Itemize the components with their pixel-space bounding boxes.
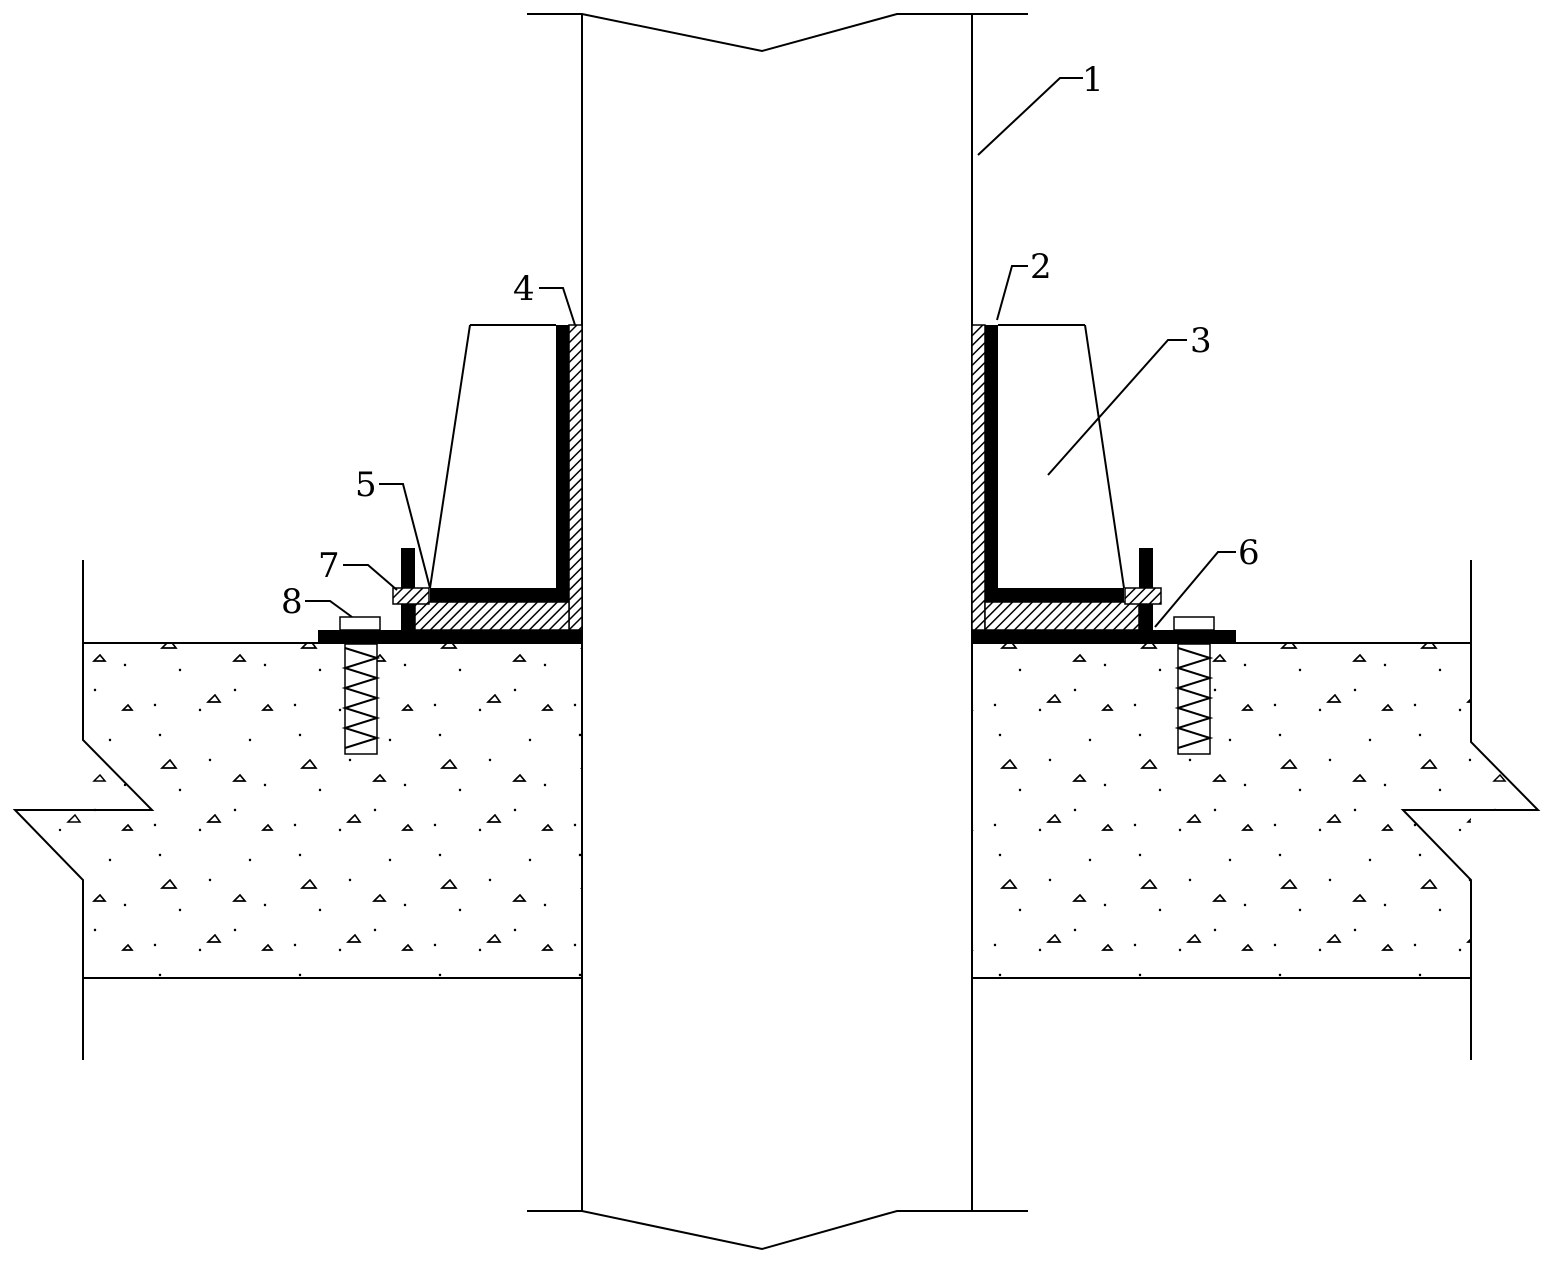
label-2: 2 bbox=[1030, 247, 1052, 287]
label-8: 8 bbox=[281, 582, 303, 622]
label-4: 4 bbox=[513, 269, 535, 309]
pipe bbox=[527, 13, 1028, 1251]
label-6: 6 bbox=[1238, 533, 1260, 573]
label-5: 5 bbox=[355, 465, 377, 505]
label-3: 3 bbox=[1190, 321, 1212, 361]
left-waterproof-assembly bbox=[318, 324, 583, 755]
left-concrete-slab bbox=[12, 560, 582, 1060]
label-1: 1 bbox=[1082, 60, 1104, 100]
label-7: 7 bbox=[318, 546, 340, 586]
right-waterproof-assembly bbox=[971, 324, 1236, 755]
leader-lines bbox=[305, 77, 1236, 628]
